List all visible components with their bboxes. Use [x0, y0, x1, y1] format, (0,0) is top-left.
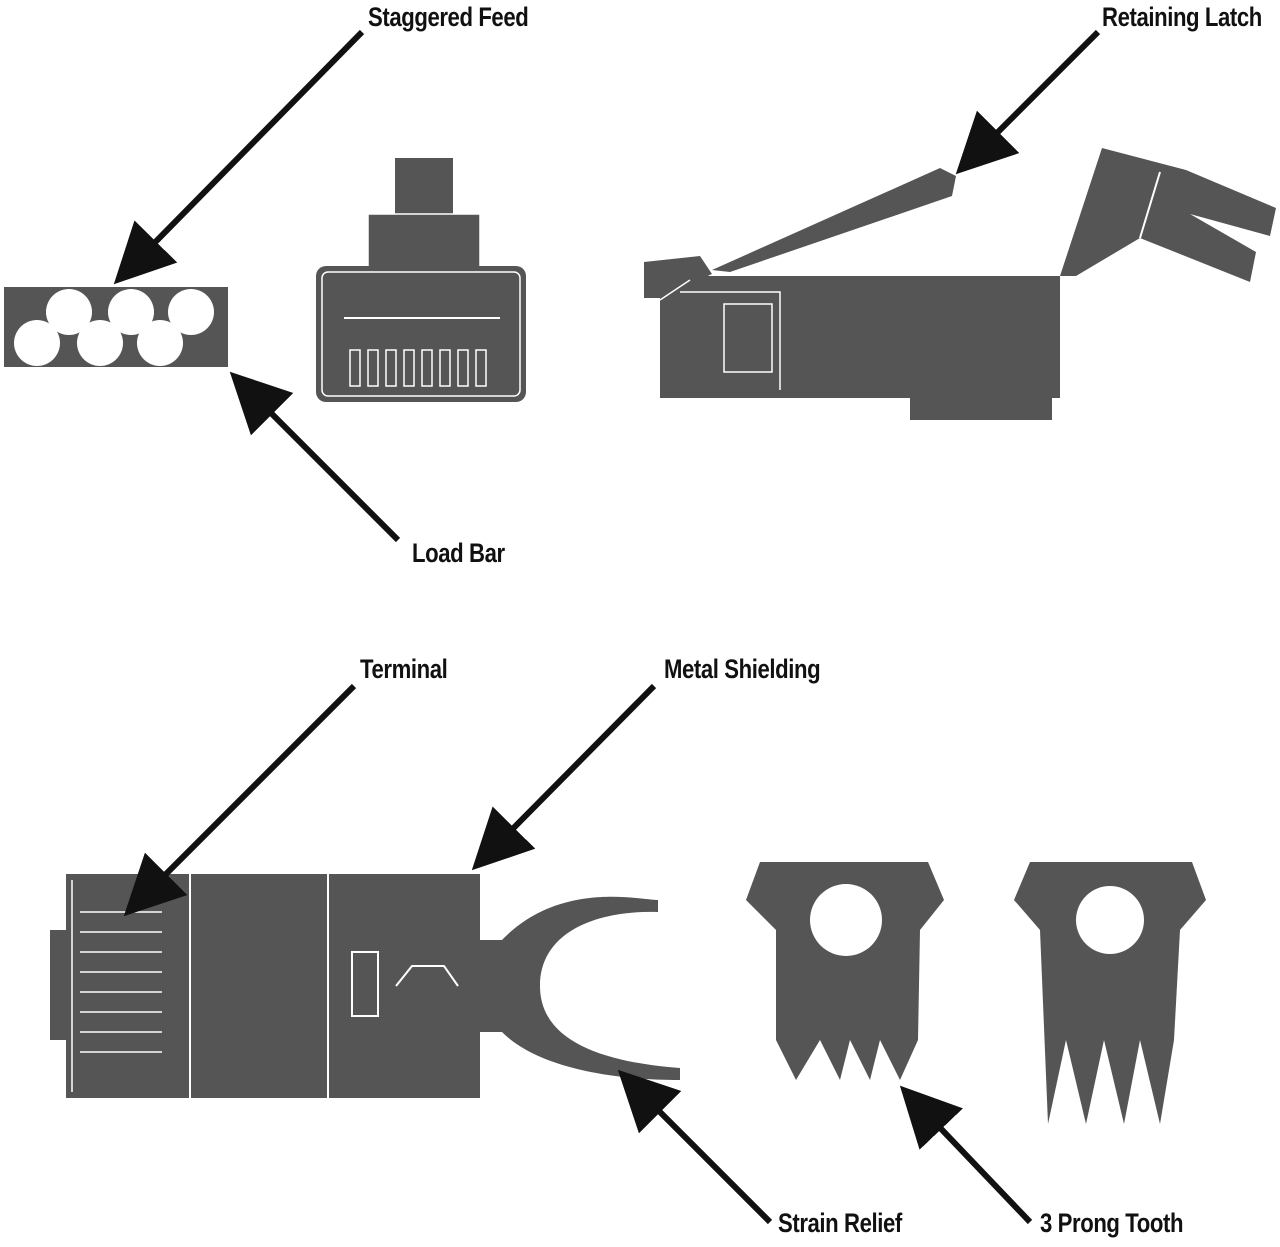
prong-tooth-label: 3 Prong Tooth — [1040, 1208, 1184, 1238]
staggered-feed-arrow — [113, 29, 365, 285]
strain-relief-label: Strain Relief — [778, 1208, 902, 1238]
metal-shielding-arrow — [471, 683, 657, 871]
retaining-latch-label: Retaining Latch — [1102, 2, 1262, 32]
arrows — [113, 29, 1101, 1225]
strain-relief-arrow — [617, 1069, 773, 1225]
connector-side-view — [644, 148, 1276, 420]
load-bar-label: Load Bar — [412, 538, 505, 568]
shielded-connector — [50, 874, 680, 1098]
staggered-feed-label: Staggered Feed — [368, 2, 529, 32]
terminal-label: Terminal — [360, 654, 448, 684]
load-bar-arrow — [229, 371, 401, 543]
prong-tooth-part-1 — [746, 862, 944, 1080]
terminal-arrow — [123, 683, 357, 917]
prong-tooth-part-2 — [1014, 862, 1206, 1124]
metal-shielding-label: Metal Shielding — [664, 654, 821, 684]
retaining-latch-arrow — [955, 29, 1101, 175]
prong-tooth-arrow — [899, 1085, 1033, 1225]
connector-front-view — [316, 158, 526, 402]
load-bar-part — [4, 287, 228, 367]
